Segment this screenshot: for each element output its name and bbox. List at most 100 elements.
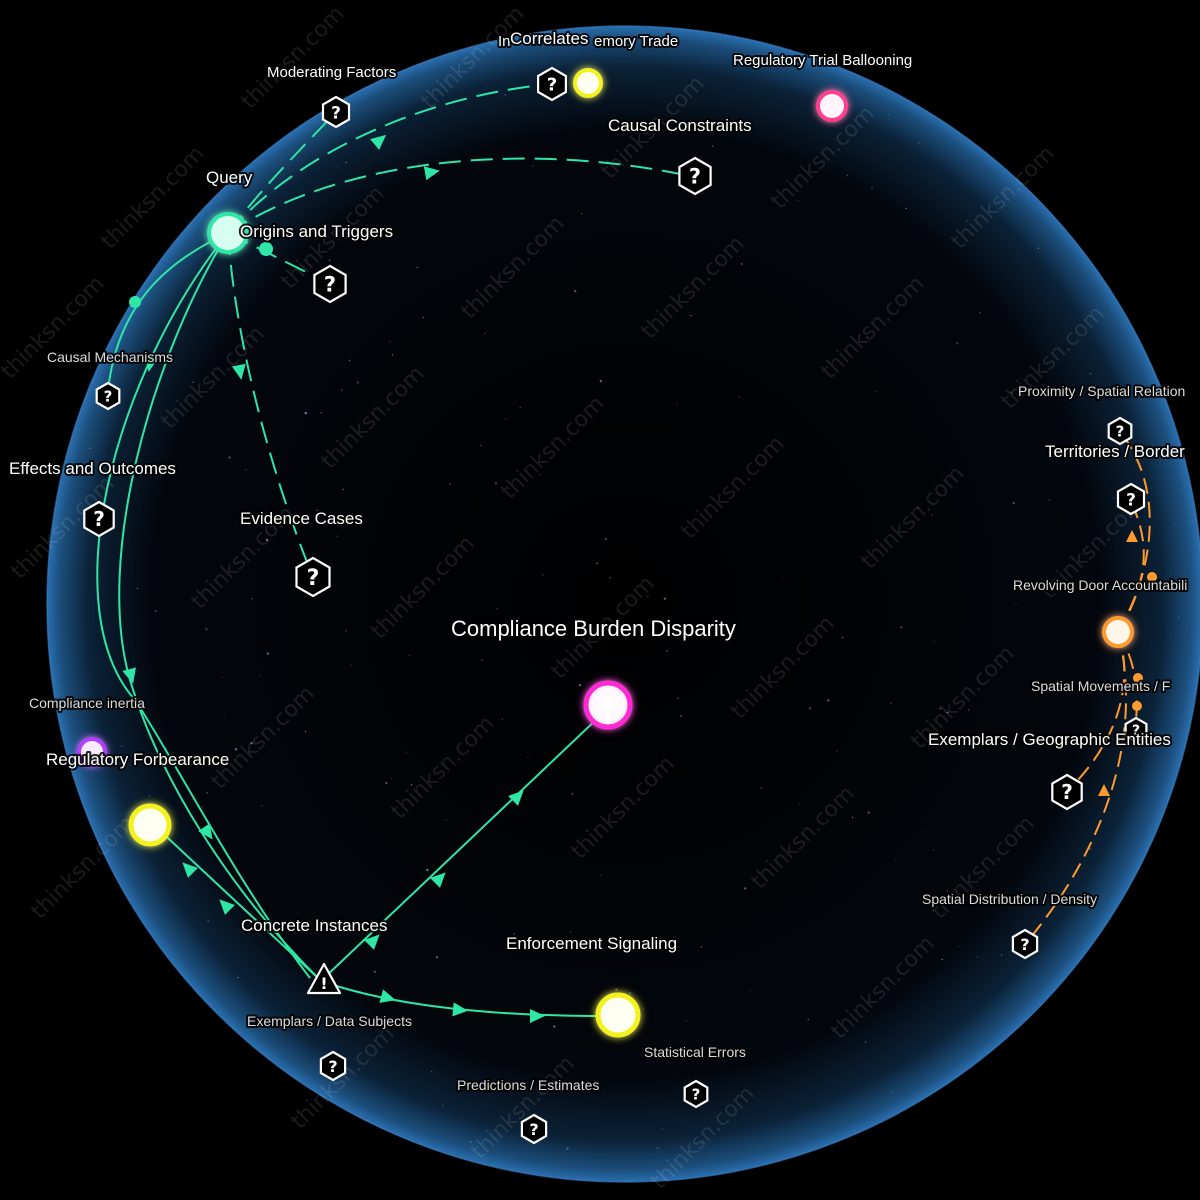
star-dot [1089, 372, 1092, 375]
star-dot [647, 595, 649, 598]
hex-icon-spatial-distribution[interactable]: ? [1011, 928, 1039, 960]
star-dot [930, 514, 933, 516]
star-dot [798, 803, 800, 805]
star-dot [846, 174, 848, 177]
star-dot [933, 640, 936, 643]
teal-arrowhead [182, 862, 198, 878]
label-query: Query [206, 168, 253, 187]
label-evidence-cases: Evidence Cases [240, 509, 363, 528]
star-dot [265, 538, 269, 542]
hex-icon-moderating-factors[interactable]: ? [321, 95, 351, 129]
hex-icon-causal-mechanisms[interactable]: ? [95, 381, 121, 411]
edge-revolving-to-proximity [1117, 431, 1151, 633]
star-dot [405, 752, 407, 754]
node-regulatory-trial-ballooning[interactable] [816, 90, 848, 122]
star-dot [581, 212, 583, 215]
star-dot [808, 707, 812, 710]
star-dot [783, 575, 785, 577]
question-mark-glyph: ? [331, 103, 341, 123]
star-dot [932, 849, 935, 851]
node-compliance-inertia[interactable] [77, 737, 107, 767]
star-dot [890, 1091, 893, 1093]
node-origins-circle [207, 212, 249, 254]
node-yellow-left-circle [128, 803, 172, 847]
label-proximity: Proximity / Spatial Relation [1018, 383, 1185, 399]
star-dot [426, 868, 429, 872]
hex-icon-spatial-movements[interactable]: ? [1124, 716, 1148, 744]
label-predictions-estimates: Predictions / Estimates [457, 1077, 599, 1093]
star-dot [445, 818, 447, 821]
star-dot [348, 359, 351, 362]
star-dot [931, 734, 933, 736]
node-revolving-door[interactable] [1102, 616, 1134, 648]
hex-icon-statistical-errors[interactable]: ? [683, 1079, 709, 1109]
warning-triangle-icon[interactable]: ! [306, 962, 342, 995]
hex-icon-correlates[interactable]: ? [536, 66, 568, 102]
hex-icon-layer: ??????????????? [83, 66, 1148, 1145]
star-dot [206, 792, 208, 794]
star-dot [680, 715, 682, 717]
star-dot [666, 650, 668, 652]
question-mark-glyph: ? [307, 566, 320, 591]
warning-glyph: ! [320, 974, 327, 993]
star-dot [600, 874, 602, 877]
label-causal-constraints: Causal Constraints [608, 116, 752, 135]
star-dot [900, 626, 903, 629]
node-yellow-left[interactable] [128, 803, 172, 847]
label-territories: Territories / Border [1045, 442, 1185, 461]
star-dot [519, 406, 521, 409]
star-dot [1010, 391, 1013, 394]
star-dot [890, 702, 892, 704]
star-dot [228, 456, 231, 459]
node-enforcement-circle [595, 992, 641, 1038]
star-dot [946, 711, 949, 714]
hex-icon-predictions-estimates[interactable]: ? [520, 1113, 548, 1145]
orange-dot [1132, 701, 1142, 711]
label-moderating-factors: Moderating Factors [267, 64, 396, 81]
hex-icon-causal-constraints[interactable]: ? [678, 156, 712, 196]
star-dot [136, 587, 139, 590]
star-dot [1015, 603, 1017, 606]
star-dot [676, 697, 680, 700]
star-dot [328, 259, 331, 262]
hex-icon-exemplars-geographic[interactable]: ? [1051, 773, 1083, 811]
hex-icon-exemplars-data-subjects[interactable]: ? [319, 1050, 347, 1082]
star-dot [507, 487, 509, 490]
star-dot [234, 748, 238, 751]
star-dot [967, 709, 970, 711]
teal-arrowhead [219, 899, 235, 915]
star-dot [539, 473, 541, 476]
node-correlates-yellow[interactable] [573, 68, 603, 98]
teal-arrowhead [370, 134, 387, 150]
teal-arrowhead [122, 667, 136, 684]
star-dot [676, 402, 678, 405]
node-enforcement-signaling[interactable] [595, 992, 641, 1038]
hexagon-shape [1011, 928, 1039, 960]
teal-arrowhead [379, 989, 396, 1003]
node-origins[interactable] [207, 212, 249, 254]
hex-icon-territories[interactable]: ? [1116, 482, 1146, 516]
hexagon-shape [1107, 416, 1133, 446]
star-dot [192, 381, 194, 383]
star-dot [1037, 680, 1040, 682]
hexagon-shape [678, 156, 712, 196]
label-partial-in: In [498, 33, 511, 50]
star-field [88, 94, 1180, 1150]
star-dot [711, 145, 714, 147]
hex-icon-effects-outcomes[interactable]: ? [83, 500, 115, 538]
question-mark-glyph: ? [529, 1120, 538, 1139]
hexagon-shape [1124, 716, 1148, 744]
star-dot [154, 610, 157, 612]
star-dot [494, 482, 498, 485]
hex-icon-proximity[interactable]: ? [1107, 416, 1133, 446]
star-dot [574, 289, 577, 293]
star-dot [924, 831, 927, 833]
hex-icon-evidence-cases[interactable]: ? [295, 556, 331, 598]
edge-revolving-to-distribution [1024, 631, 1127, 945]
node-correlates-circle [573, 68, 603, 98]
node-compliance-burden-disparity[interactable] [583, 680, 633, 730]
star-dot [1012, 501, 1015, 505]
hexagon-shape [536, 66, 568, 102]
hex-icon-origins[interactable]: ? [313, 264, 347, 304]
label-compliance-inertia: Compliance inertia [29, 695, 145, 711]
